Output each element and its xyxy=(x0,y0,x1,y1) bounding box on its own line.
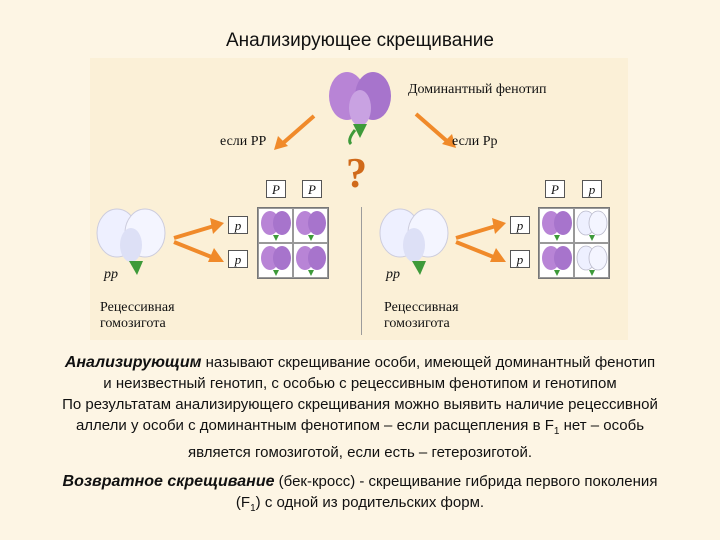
left-caption-line1: Рецессивная xyxy=(100,300,175,315)
if-PP-label: если PP xyxy=(220,134,267,149)
page-title: Анализирующее скрещивание xyxy=(225,30,494,51)
right-row-allele-2: p xyxy=(510,250,530,268)
right-col-allele-2: p xyxy=(582,180,602,198)
right-cell-1 xyxy=(539,208,574,243)
term-backcross: Возвратное скрещивание xyxy=(62,473,275,490)
left-col-allele-2: P xyxy=(302,180,322,198)
term-analyzing: Анализирующим xyxy=(64,354,202,371)
left-cell-3 xyxy=(258,243,293,278)
definition-text: Анализирующим называют скрещивание особи… xyxy=(20,352,700,519)
paragraph-2-line-1: По результатам анализирующего скрещивани… xyxy=(62,396,658,413)
left-cell-1 xyxy=(258,208,293,243)
center-divider xyxy=(361,207,362,335)
left-punnett-grid xyxy=(257,207,329,279)
right-cell-4 xyxy=(574,243,609,278)
right-row-allele-1: p xyxy=(510,216,530,234)
arrow-right-down xyxy=(414,112,456,148)
paragraph-2-line-3: является гомозиготой, если есть – гетеро… xyxy=(188,444,532,461)
right-punnett-grid xyxy=(538,207,610,279)
left-arrows xyxy=(173,218,224,262)
right-cell-2 xyxy=(574,208,609,243)
dominant-phenotype-label: Доминантный фенотип xyxy=(408,82,547,97)
left-cell-4 xyxy=(293,243,328,278)
paragraph-2-line-2: аллели у особи с доминантным фенотипом –… xyxy=(75,417,645,437)
right-col-allele-1: P xyxy=(545,180,565,198)
left-col-allele-1: P xyxy=(266,180,286,198)
left-cell-2 xyxy=(293,208,328,243)
left-caption-line2: гомозигота xyxy=(100,316,166,331)
left-genotype-label: pp xyxy=(104,267,118,282)
paragraph-3-line-1: Возвратное скрещивание (бек-кросс) - скр… xyxy=(62,473,658,490)
right-cell-3 xyxy=(539,243,574,278)
right-white-flower-image xyxy=(379,208,449,275)
arrow-left-down xyxy=(274,114,316,150)
if-Pp-label: если Pp xyxy=(452,134,498,149)
question-mark: ? xyxy=(346,151,367,197)
paragraph-3-line-2: (F1) с одной из родительских форм. xyxy=(235,494,485,514)
paragraph-1-line-2: и неизвестный генотип, с особью с рецесс… xyxy=(103,375,617,392)
left-white-flower-image xyxy=(96,208,166,275)
paragraph-1-line-1: Анализирующим называют скрещивание особи… xyxy=(64,354,656,371)
left-row-allele-1: p xyxy=(228,216,248,234)
left-row-allele-2: p xyxy=(228,250,248,268)
right-caption-line2: гомозигота xyxy=(384,316,450,331)
right-genotype-label: pp xyxy=(386,267,400,282)
dominant-flower-image xyxy=(329,72,391,146)
right-arrows xyxy=(455,218,506,262)
right-caption-line1: Рецессивная xyxy=(384,300,459,315)
